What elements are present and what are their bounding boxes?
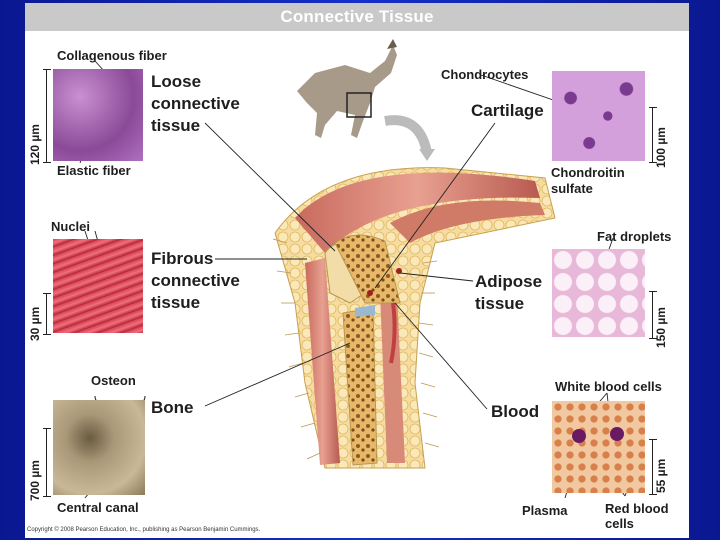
adipose-micrograph	[552, 249, 645, 337]
femur-end	[334, 234, 401, 304]
label-fibrous-2: connective	[151, 271, 240, 290]
scale-adipose: 150 µm	[654, 307, 668, 348]
fibrous-connective-micrograph	[53, 239, 143, 333]
label-fibrous-1: Fibrous	[151, 249, 214, 268]
copyright: Copyright © 2008 Pearson Education, Inc.…	[27, 527, 261, 533]
label-loose-3: tissue	[151, 116, 201, 135]
zoom-box	[346, 92, 372, 118]
wolf-leg-illustration	[79, 39, 636, 499]
label-collagenous-fiber: Collagenous fiber	[57, 48, 167, 63]
scale-bar	[43, 428, 51, 497]
scale-bar	[649, 107, 657, 163]
label-chondroitin-1: Chondroitin	[551, 165, 625, 180]
scale-bar	[649, 291, 657, 339]
upper-muscle	[295, 172, 540, 253]
label-chondrocytes: Chondrocytes	[441, 67, 529, 82]
white-blood-cell	[572, 429, 586, 443]
blood-micrograph	[552, 401, 645, 493]
label-central-canal: Central canal	[57, 500, 139, 515]
scale-fibrous: 30 µm	[28, 306, 42, 341]
label-loose-2: connective	[151, 94, 240, 113]
scale-blood: 55 µm	[654, 458, 668, 493]
label-plasma: Plasma	[522, 503, 568, 518]
scale-bone: 700 µm	[28, 460, 42, 501]
lower-muscle-front	[305, 258, 340, 465]
slide-title: Connective Tissue	[280, 7, 434, 26]
label-adipose-1: Adipose	[475, 272, 543, 291]
scale-cartilage: 100 µm	[654, 127, 668, 168]
label-elastic-fiber: Elastic fiber	[57, 163, 131, 178]
label-cartilage: Cartilage	[471, 101, 544, 120]
label-adipose-2: tissue	[475, 294, 525, 313]
scale-bar	[43, 69, 51, 163]
bone-micrograph	[53, 400, 145, 495]
slide: Connective Tissue	[25, 3, 689, 538]
loose-connective-micrograph	[53, 69, 143, 161]
label-loose-1: Loose	[151, 72, 202, 91]
scale-loose: 120 µm	[28, 124, 42, 165]
leader-lines	[79, 60, 636, 499]
label-chondroitin-2: sulfate	[551, 181, 593, 196]
white-blood-cell	[610, 427, 624, 441]
label-fibrous-3: tissue	[151, 293, 201, 312]
label-bone: Bone	[151, 398, 194, 417]
label-red-blood-2: cells	[605, 516, 634, 531]
label-osteon: Osteon	[91, 373, 136, 388]
wolf-icon	[297, 39, 397, 138]
cartilage-micrograph	[552, 71, 645, 161]
label-fat-droplets: Fat droplets	[597, 229, 672, 244]
zoom-arrow-icon	[384, 115, 432, 155]
label-white-blood-cells: White blood cells	[555, 379, 662, 394]
scale-bar	[649, 439, 657, 495]
label-red-blood-1: Red blood	[605, 501, 669, 516]
label-nuclei: Nuclei	[51, 219, 91, 234]
scale-bar	[43, 293, 51, 335]
label-blood: Blood	[491, 402, 540, 421]
title-bar: Connective Tissue	[25, 3, 689, 31]
